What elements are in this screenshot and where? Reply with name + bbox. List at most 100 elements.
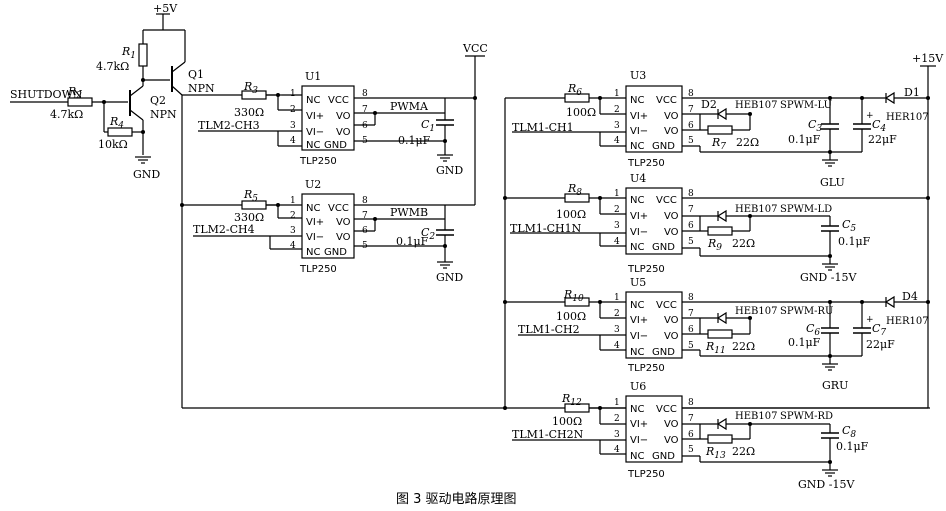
r4-name: R4 — [109, 115, 124, 131]
d4-part: HER107 — [886, 316, 929, 327]
r5-name: R5 — [243, 188, 258, 204]
c2-value: 0.1μF — [396, 235, 429, 248]
svg-text:VCC: VCC — [328, 95, 349, 106]
svg-text:2: 2 — [614, 205, 620, 215]
c5-name: C5 — [842, 218, 856, 234]
svg-text:1: 1 — [614, 398, 620, 408]
r9-value: 22Ω — [732, 237, 755, 250]
svg-text:U6: U6 — [630, 380, 646, 393]
svg-text:GND: GND — [652, 242, 675, 253]
svg-text:2: 2 — [614, 309, 620, 319]
svg-text:U2: U2 — [305, 178, 321, 191]
d2-name: D2 — [701, 98, 717, 111]
svg-text:VO: VO — [336, 232, 351, 243]
svg-text:7: 7 — [688, 309, 694, 319]
svg-text:VCC: VCC — [656, 404, 677, 415]
svg-text:VI+: VI+ — [630, 111, 648, 122]
svg-text:5: 5 — [688, 136, 694, 146]
svg-text:8: 8 — [688, 89, 694, 99]
chip-u3: U3 NC VI+ VI− NC VCC VO VO GND 1 2 3 4 8… — [614, 69, 694, 169]
svg-text:5: 5 — [688, 237, 694, 247]
u2-output: PWMB — [390, 206, 428, 219]
u1-output: PWMA — [390, 100, 429, 113]
c3-name: C3 — [808, 118, 822, 134]
svg-text:7: 7 — [688, 105, 694, 115]
svg-text:U3: U3 — [630, 69, 646, 82]
svg-text:8: 8 — [688, 293, 694, 303]
svg-text:8: 8 — [362, 196, 368, 206]
svg-text:TLP250: TLP250 — [299, 156, 337, 167]
svg-text:VO: VO — [664, 331, 679, 342]
u4-gnd: GND -15V — [800, 271, 857, 284]
c3-value: 0.1μF — [788, 133, 821, 146]
d4-name: D4 — [902, 290, 918, 303]
q1-name: Q1 — [188, 68, 204, 81]
svg-text:5: 5 — [688, 445, 694, 455]
c8-value: 0.1μF — [836, 440, 869, 453]
u3-output: SPWM-LU — [780, 100, 832, 111]
u2-gnd: GND — [436, 271, 463, 284]
r6-value: 100Ω — [566, 106, 596, 119]
u2-input: TLM2-CH4 — [193, 223, 255, 236]
r1-body — [138, 43, 148, 67]
c7-name: C7 — [872, 322, 886, 338]
c4-name: C4 — [872, 118, 886, 134]
svg-text:+: + — [866, 111, 874, 121]
svg-text:U5: U5 — [630, 276, 646, 289]
vcc-label: VCC — [462, 42, 488, 55]
r11-name: R11 — [705, 340, 726, 356]
svg-text:NC: NC — [630, 451, 644, 462]
r12-name: R12 — [561, 392, 582, 408]
svg-text:VO: VO — [664, 315, 679, 326]
svg-text:VO: VO — [664, 227, 679, 238]
svg-text:GND: GND — [652, 347, 675, 358]
u5-gnd: GRU — [822, 379, 848, 392]
svg-text:NC: NC — [306, 140, 320, 151]
shutdown-label: SHUTDOWN — [10, 88, 83, 101]
svg-text:NC: NC — [630, 347, 644, 358]
svg-text:7: 7 — [362, 211, 368, 221]
q1-type: NPN — [188, 82, 215, 95]
svg-text:NC: NC — [306, 95, 320, 106]
svg-text:VO: VO — [336, 217, 351, 228]
svg-text:TLP250: TLP250 — [627, 363, 665, 374]
svg-text:VCC: VCC — [328, 203, 349, 214]
r7-value: 22Ω — [736, 136, 759, 149]
u6-output: SPWM-RD — [780, 411, 833, 422]
r2-name: R2 — [67, 85, 82, 101]
d2-part: HEB107 — [735, 100, 777, 111]
d1-part: HER107 — [886, 112, 929, 123]
svg-text:1: 1 — [614, 189, 620, 199]
svg-text:NC: NC — [630, 300, 644, 311]
svg-text:7: 7 — [688, 414, 694, 424]
svg-text:4: 4 — [614, 136, 620, 146]
chip-u4: U4 NC VI+ VI− NC VCC VO VO GND 1 2 3 4 8… — [614, 172, 694, 275]
r10-value: 100Ω — [556, 310, 586, 323]
d5-part: HEB107 — [735, 306, 777, 317]
c6-name: C6 — [806, 322, 820, 338]
r11-value: 22Ω — [732, 340, 755, 353]
svg-text:7: 7 — [688, 205, 694, 215]
svg-text:VO: VO — [336, 127, 351, 138]
q2-type: NPN — [150, 108, 177, 121]
svg-text:VI+: VI+ — [630, 315, 648, 326]
d6-part: HEB107 — [735, 411, 777, 422]
u4-output: SPWM-LD — [780, 204, 832, 215]
svg-text:4: 4 — [614, 445, 620, 455]
r6-name: R6 — [567, 82, 582, 98]
c1-value: 0.1μF — [398, 134, 431, 147]
svg-text:3: 3 — [614, 430, 620, 440]
r1-name: R1 — [121, 45, 136, 61]
r8-value: 100Ω — [556, 208, 586, 221]
svg-text:VI−: VI− — [630, 331, 648, 342]
figure-caption: 图 3 驱动电路原理图 — [396, 491, 517, 507]
svg-text:U4: U4 — [630, 172, 646, 185]
u1-gnd: GND — [436, 164, 463, 177]
svg-text:3: 3 — [614, 121, 620, 131]
svg-text:U1: U1 — [305, 70, 321, 83]
q2-name: Q2 — [150, 94, 166, 107]
c2-name: C2 — [421, 226, 435, 242]
u1-input: TLM2-CH3 — [198, 119, 260, 132]
r13-value: 22Ω — [732, 445, 755, 458]
